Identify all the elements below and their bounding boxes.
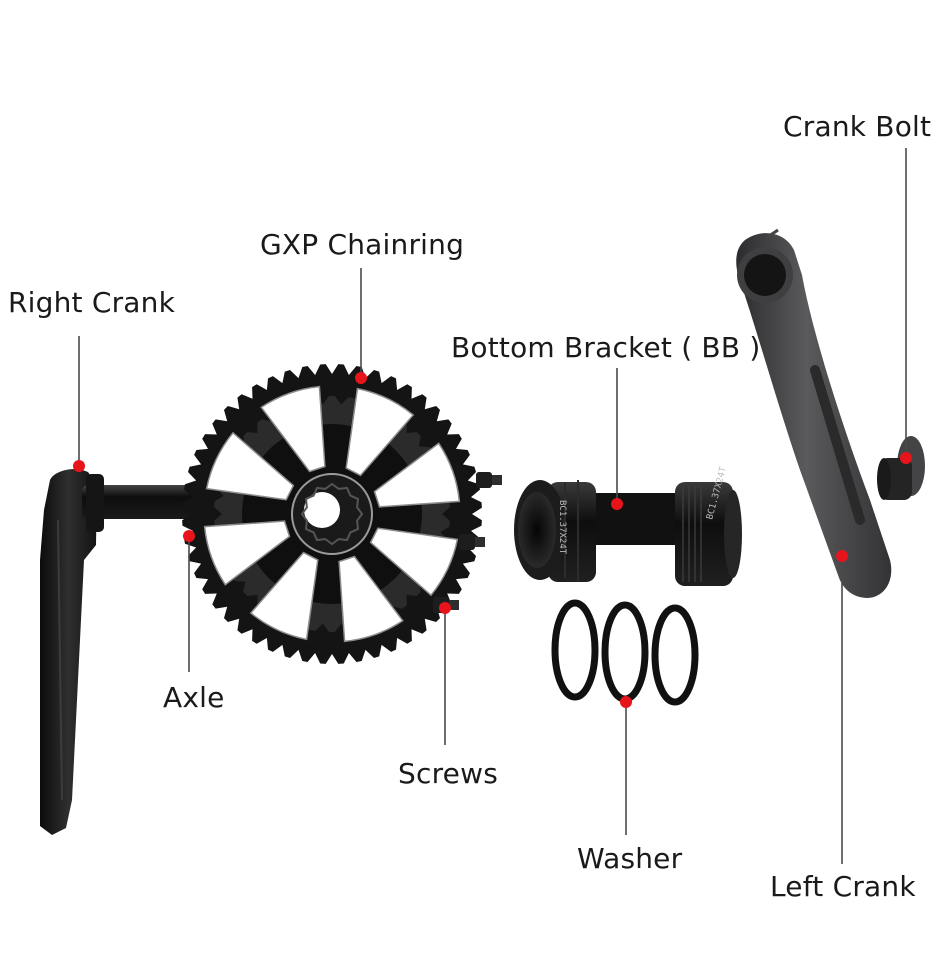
left-crank (736, 228, 892, 599)
label-right-crank: Right Crank (8, 286, 176, 319)
marker-axle (183, 530, 195, 542)
markers (73, 372, 912, 708)
bb-printing-left: BC1.37X24T (557, 500, 567, 555)
right-crank (40, 469, 97, 835)
marker-right-crank (73, 460, 85, 472)
crank-bolt (877, 436, 925, 500)
label-bottom-bracket: Bottom Bracket ( BB ) (451, 331, 761, 364)
marker-left-crank (836, 550, 848, 562)
marker-washer (620, 696, 632, 708)
label-screws: Screws (398, 757, 498, 790)
gxp-chainring (182, 364, 482, 664)
washers (551, 599, 699, 706)
marker-screws (439, 602, 451, 614)
label-axle: Axle (163, 681, 225, 714)
bottom-bracket: BC1.37X24T BC1.37X24T (514, 465, 742, 586)
label-washer: Washer (577, 842, 683, 875)
marker-bottom-bracket (611, 498, 623, 510)
label-gxp-chainring: GXP Chainring (260, 228, 465, 261)
label-crank-bolt: Crank Bolt (783, 110, 932, 143)
marker-gxp-chainring (355, 372, 367, 384)
marker-crank-bolt (900, 452, 912, 464)
leader-lines (78, 148, 907, 864)
label-left-crank: Left Crank (770, 870, 916, 903)
